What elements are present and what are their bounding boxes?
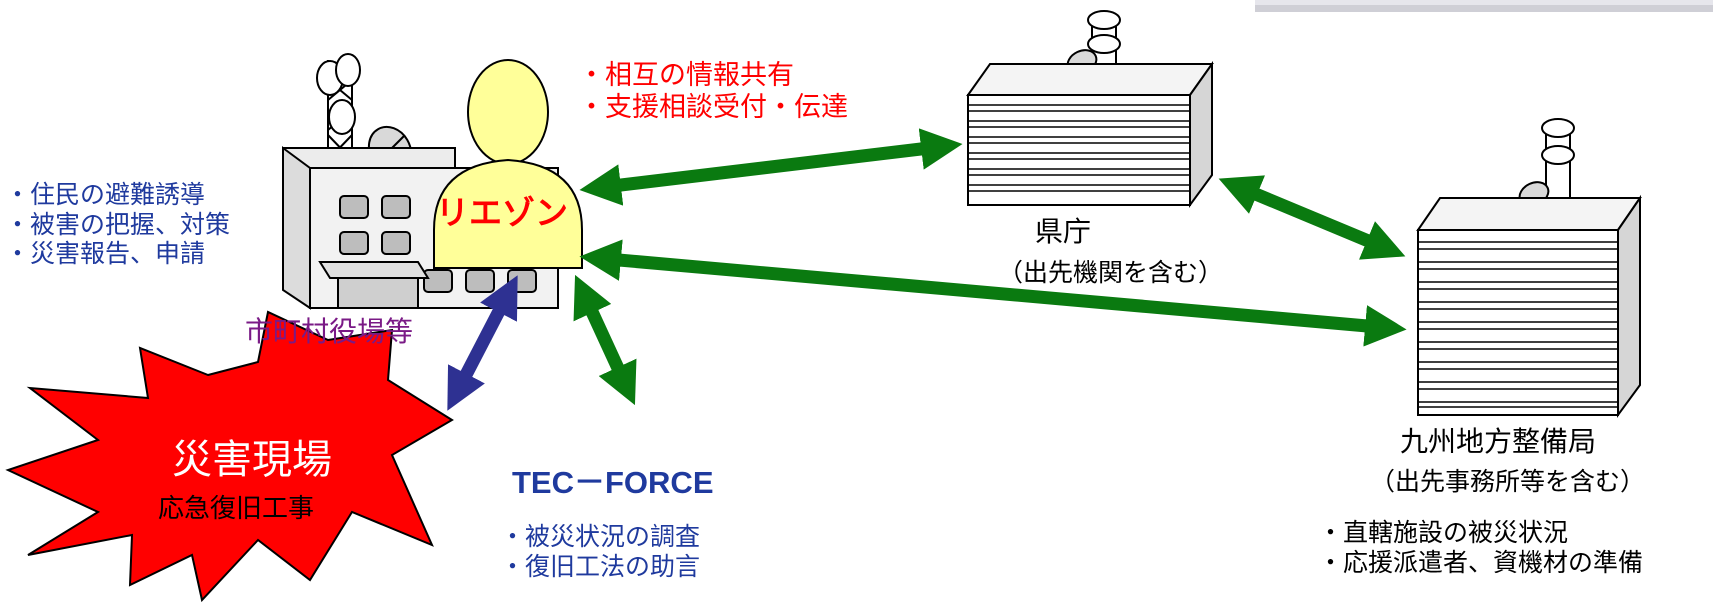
corner-decoration xyxy=(1255,0,1713,12)
kyushu-bureau-title: 九州地方整備局 xyxy=(1400,425,1597,458)
liaison-label: リエゾン xyxy=(436,193,568,232)
prefecture-title: 県庁 xyxy=(1035,215,1092,248)
prefecture-building-icon xyxy=(966,10,1214,209)
municipal-office-label: 市町村役場等 xyxy=(245,315,414,348)
kyushu-bureau-task-list: ・直轄施設の被災状況 ・応援派遣者、資機材の準備 xyxy=(1318,518,1643,577)
municipal-task-item: ・住民の避難誘導 xyxy=(5,180,206,209)
tec-force-task-list: ・被災状況の調査 ・復旧工法の助言 xyxy=(500,522,700,581)
arrow-liaison-disaster-site xyxy=(447,275,518,411)
disaster-site-title: 災害現場 xyxy=(172,437,332,483)
kyushu-bureau-task-item: ・直轄施設の被災状況 xyxy=(1318,518,1569,547)
arrow-prefecture-bureau xyxy=(1218,175,1406,260)
municipal-task-item: ・災害報告、申請 xyxy=(5,239,206,268)
tec-force-title: TEC－FORCE xyxy=(512,465,714,500)
bureau-antenna-icon xyxy=(1518,118,1587,209)
liaison-person-icon xyxy=(433,59,583,269)
tec-force-task-item: ・被災状況の調査 xyxy=(500,522,701,551)
municipal-task-list: ・住民の避難誘導 ・被害の把握、対策 ・災害報告、申請 xyxy=(5,180,230,269)
shared-info-item: ・相互の情報共有 xyxy=(578,60,794,91)
shared-info-list: ・相互の情報共有 ・支援相談受付・伝達 xyxy=(578,60,848,124)
tec-force-task-item: ・復旧工法の助言 xyxy=(500,551,701,581)
shared-info-item: ・支援相談受付・伝達 xyxy=(578,91,848,123)
kyushu-bureau-task-item: ・応援派遣者、資機材の準備 xyxy=(1318,547,1644,577)
connection-arrows xyxy=(447,128,1407,411)
arrow-liaison-bureau xyxy=(579,239,1407,347)
disaster-burst-shape xyxy=(5,310,454,603)
disaster-site-subtitle: 応急復旧工事 xyxy=(158,494,315,524)
kyushu-bureau-subtitle: （出先事務所等を含む） xyxy=(1370,467,1646,496)
kyushu-bureau-building-icon xyxy=(1416,118,1642,419)
arrow-liaison-prefecture xyxy=(579,128,963,206)
arrow-liaison-tecforce xyxy=(573,274,637,406)
prefecture-subtitle: （出先機関を含む） xyxy=(998,258,1224,287)
municipal-task-item: ・被害の把握、対策 xyxy=(5,209,231,239)
antenna-tower-icon xyxy=(316,53,361,165)
